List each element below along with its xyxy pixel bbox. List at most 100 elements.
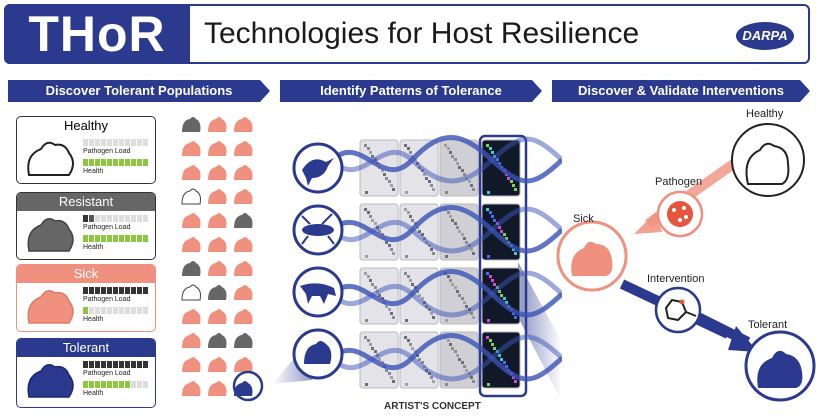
assay-dot [432,380,435,383]
thor-logo: THoR [4,4,190,64]
assay-dot [468,180,471,183]
mouse-icon [182,165,201,180]
card-healthy: Healthy Pathogen Load Health [16,116,156,184]
assay-dot [407,339,410,342]
assay-dot [388,308,391,311]
assay-dot [461,361,464,364]
assay-dot [430,376,433,379]
assay-dot [486,208,489,211]
assay-dot [385,241,388,244]
assay-dot [503,361,506,364]
assay-dot [404,336,407,339]
assay-dot [409,279,412,282]
assay-dot [503,297,506,300]
assay-dot [407,275,410,278]
assay-dot [472,316,475,319]
mouse-icon [234,117,253,132]
assay-dot [447,339,450,342]
mouse-icon [234,165,253,180]
assay-dot [421,233,424,236]
mouse-icon [182,333,201,348]
assay-dot [493,283,496,286]
tolerance-patterns-panel [272,134,562,400]
assay-dot [454,222,457,225]
darpa-logo: DARPA [736,22,794,50]
mouse-icon [234,189,253,204]
assay-dot [454,350,457,353]
mouse-icon [208,261,227,276]
bird-icon [302,158,334,186]
assay-dot [388,244,391,247]
mouse-icon [234,381,253,396]
health-bar [83,159,148,166]
mouse-icon [208,117,227,132]
assay-dot [472,380,475,383]
species-bat [292,266,344,318]
assay-dot [493,219,496,222]
mouse-icon [182,117,201,132]
assay-dot [463,173,466,176]
assay-dot [405,383,408,386]
assay-dot [498,290,501,293]
assay-dot [404,144,407,147]
card-tolerant-title: Tolerant [17,339,155,357]
assay-dot [487,383,490,386]
assay-dot [491,151,494,154]
pathogen-load-label: Pathogen Load [83,296,131,303]
health-bar [83,381,148,388]
assay-dot [432,316,435,319]
assay-dot [425,177,428,180]
card-resistant: Resistant Pathogen Load Health [16,192,156,260]
mouse-icon [182,213,201,228]
health-label: Health [83,390,104,397]
assay-dot [407,147,410,150]
assay-dot [445,383,448,386]
pathogen-load-bar [83,287,148,294]
species-bird [292,142,344,194]
assay-dot [449,215,452,218]
mouse-icon [208,381,227,396]
assay-dot [369,343,372,346]
card-sick-title: Sick [17,265,155,283]
assay-dot [470,184,473,187]
assay-dot [470,312,473,315]
assay-dot [456,354,459,357]
mouse-icon [234,333,253,348]
assay-dot [392,188,395,191]
assay-dot [461,297,464,300]
assay-dot [487,255,490,258]
mouse-icon [182,357,201,372]
assay-dot [463,237,466,240]
assay-dot [418,358,421,361]
assay-dot [472,188,475,191]
mouse-icon [181,188,201,205]
assay-dot [423,173,426,176]
assay-dot [451,155,454,158]
assay-dot [421,361,424,364]
assay-dot [411,219,414,222]
assay-dot [383,173,386,176]
label-intervention: Intervention [647,273,705,285]
assay-dot [487,191,490,194]
assay-dot [514,380,517,383]
assay-dot [409,151,412,154]
mouse-icon [208,237,227,252]
health-bar [83,307,148,314]
assay-dot [447,147,450,150]
mouse-icon [234,213,253,228]
assay-dot [503,233,506,236]
pathogen-load-label: Pathogen Load [83,224,131,231]
assay-dot [465,241,468,244]
hamster-navy-icon [27,364,74,398]
assay-dot [514,188,517,191]
assay-dot [500,294,503,297]
assay-dot [486,272,489,275]
hamster-gray-icon [27,218,74,252]
assay-dot [405,319,408,322]
assay-dot [505,365,508,368]
assay-dot [465,305,468,308]
assay-dot [365,383,368,386]
hamster-navy-icon [757,350,803,388]
tolerance-helices [330,135,562,382]
hamster-salmon-icon [27,290,74,324]
